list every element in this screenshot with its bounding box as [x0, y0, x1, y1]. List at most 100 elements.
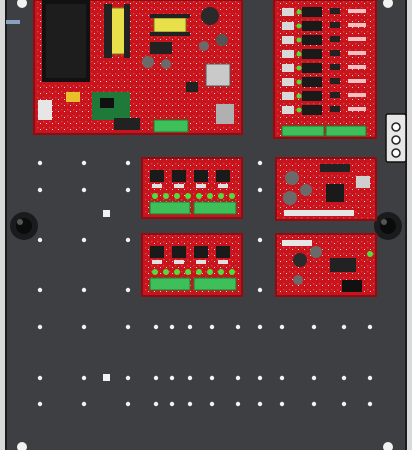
resistor [196, 184, 206, 188]
optocoupler [194, 170, 208, 182]
perforation-hole [209, 401, 215, 407]
perforation-hole [81, 324, 87, 330]
perforation-hole [37, 287, 43, 293]
perforation-hole [169, 401, 175, 407]
relay-connector [282, 64, 294, 72]
trace-label [348, 9, 366, 13]
left-clip [6, 20, 20, 24]
status-led [196, 269, 202, 275]
perforation-hole [37, 237, 43, 243]
controller-board [275, 157, 377, 221]
resistor [196, 260, 206, 264]
driver-chip [330, 8, 340, 14]
perforation-hole [81, 160, 87, 166]
perforation-hole [125, 401, 131, 407]
perforation-hole [125, 237, 131, 243]
status-led [152, 269, 158, 275]
corner-hole-bottom-left [17, 442, 27, 450]
perforation-hole [187, 375, 193, 381]
perforation-hole [169, 375, 175, 381]
perforation-hole [153, 401, 159, 407]
relay-connector [282, 22, 294, 30]
input-board-lower [141, 233, 243, 297]
status-led [163, 193, 169, 199]
status-led [185, 269, 191, 275]
trace-label [348, 37, 366, 41]
perforation-hole [235, 401, 241, 407]
backplate-left-flange [0, 0, 6, 450]
relay-terminal-block-left [281, 125, 325, 137]
corner-hole-top-right [383, 0, 393, 8]
trace-label [348, 23, 366, 27]
status-led [296, 51, 302, 57]
mounting-hole-right [374, 212, 402, 240]
relay-connector [282, 78, 294, 86]
relay [302, 77, 322, 87]
square-hole-lower [103, 374, 110, 381]
perforation-hole [279, 375, 285, 381]
terminal-block [193, 201, 237, 215]
status-led [185, 193, 191, 199]
perforation-holes [37, 160, 373, 407]
driver-chip [330, 92, 340, 98]
perforation-hole [37, 160, 43, 166]
relay-connector [282, 8, 294, 16]
status-led [296, 37, 302, 43]
perforation-hole [279, 401, 285, 407]
driver-chip [330, 36, 340, 42]
input-board-upper [141, 157, 243, 219]
corner-hole-top-left [17, 0, 27, 8]
driver-chip [330, 22, 340, 28]
perforation-hole [125, 375, 131, 381]
square-hole-upper [103, 210, 110, 217]
status-led [174, 269, 180, 275]
relay-connector [282, 92, 294, 100]
relay [302, 105, 322, 115]
status-led [196, 193, 202, 199]
status-led [174, 193, 180, 199]
optocoupler [172, 246, 186, 258]
perforation-hole [209, 324, 215, 330]
perforation-hole [279, 324, 285, 330]
driver-chip [330, 78, 340, 84]
perforation-hole [37, 324, 43, 330]
perforation-hole [257, 237, 263, 243]
perforation-hole [257, 401, 263, 407]
resistor [174, 260, 184, 264]
relay-connector [282, 36, 294, 44]
perforation-hole [37, 401, 43, 407]
status-led [296, 9, 302, 15]
status-led [207, 193, 213, 199]
resistor [152, 260, 162, 264]
perforation-hole [169, 324, 175, 330]
terminal-block [193, 277, 237, 291]
perforation-hole [257, 324, 263, 330]
transformer-2 [153, 17, 187, 33]
perforation-hole [257, 287, 263, 293]
perforation-hole [187, 401, 193, 407]
perforation-hole [187, 324, 193, 330]
perforation-hole [341, 375, 347, 381]
terminal-block [149, 277, 191, 291]
perforation-hole [81, 287, 87, 293]
status-led [296, 93, 302, 99]
optocoupler [216, 246, 230, 258]
perforation-hole [209, 375, 215, 381]
relay [302, 21, 322, 31]
power-supply-board [33, 0, 243, 135]
perforation-hole [125, 160, 131, 166]
status-led [229, 269, 235, 275]
microcontroller-chip [326, 184, 344, 202]
perforation-hole [81, 375, 87, 381]
perforation-hole [257, 187, 263, 193]
perforation-hole [341, 324, 347, 330]
driver-chip [330, 106, 340, 112]
relay [302, 7, 322, 17]
distribution-board [275, 233, 377, 297]
tamper-switch-bracket [385, 113, 407, 163]
perforation-hole [311, 324, 317, 330]
perforation-hole [311, 401, 317, 407]
trace-label [348, 51, 366, 55]
